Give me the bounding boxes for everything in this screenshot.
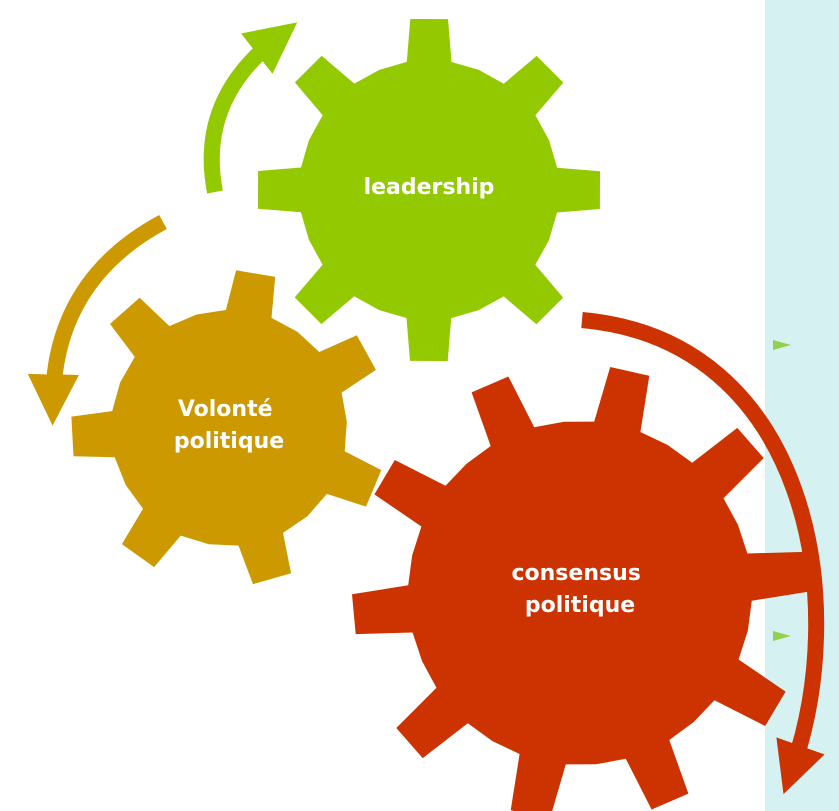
arrow-red	[581, 312, 825, 795]
side-panel	[765, 0, 839, 811]
volonte-label: Volonté politique	[174, 397, 284, 454]
bullet-icon-2	[773, 631, 791, 641]
consensus-label: consensus politique	[511, 561, 648, 618]
consensus-label-line-2: politique	[525, 593, 635, 618]
bullet-icon-1	[773, 340, 791, 350]
gear-volonte-politique	[71, 270, 382, 585]
volonte-label-line-1: Volonté	[178, 397, 273, 422]
arrow-green	[203, 22, 298, 194]
gear-leadership	[258, 19, 600, 361]
consensus-label-line-1: consensus	[511, 561, 640, 586]
arrow-gold	[27, 214, 167, 426]
volonte-label-line-2: politique	[174, 429, 284, 454]
gear-consensus-politique	[352, 367, 808, 811]
leadership-label-line: leadership	[364, 175, 495, 200]
leadership-label: leadership	[364, 175, 495, 200]
